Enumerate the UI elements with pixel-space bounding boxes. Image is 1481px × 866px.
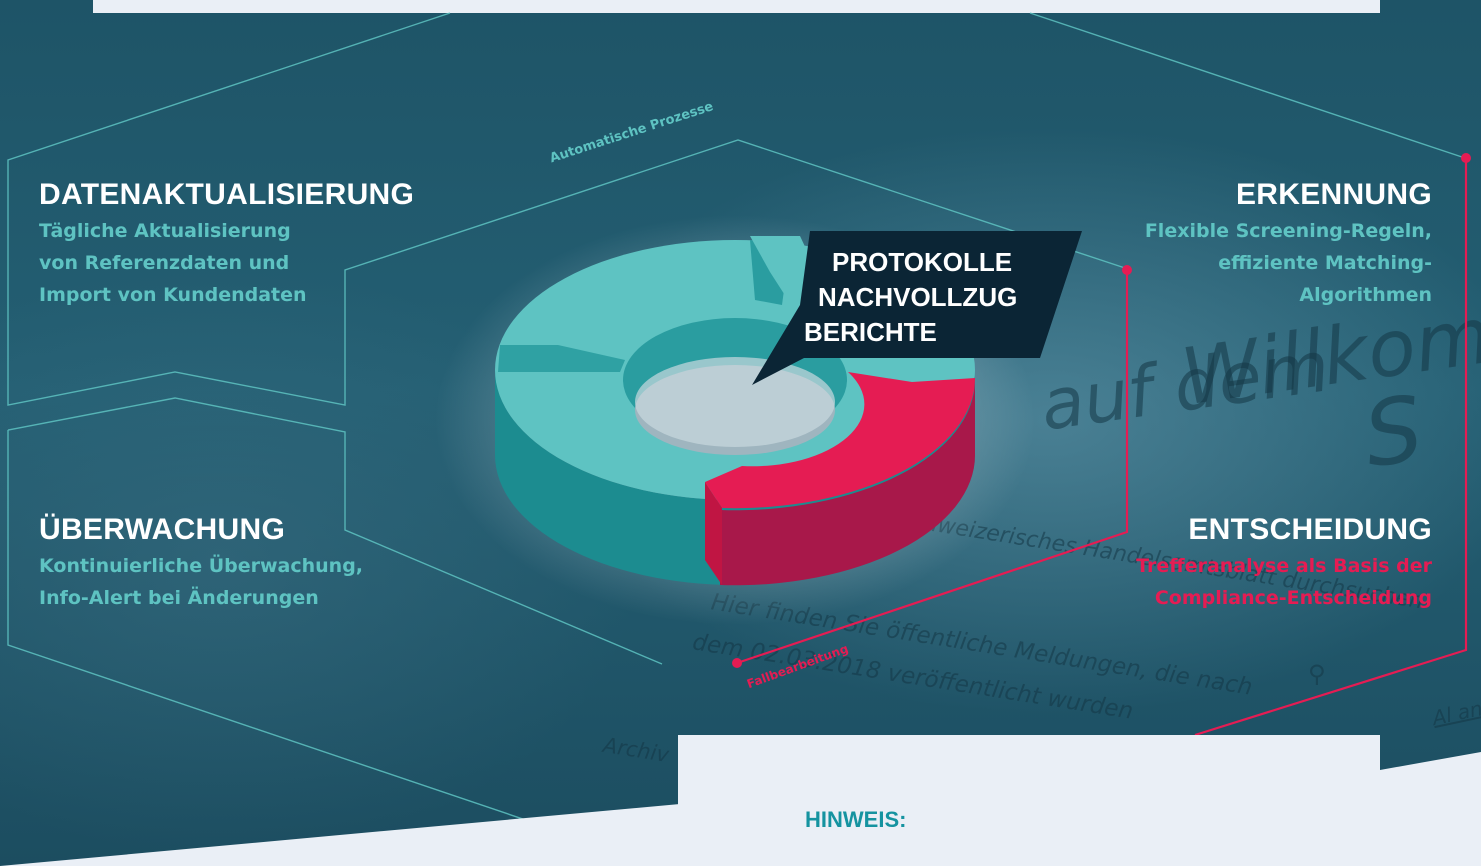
top-panel-edge bbox=[93, 0, 1380, 13]
step-title-ueberwachung: ÜBERWACHUNG bbox=[39, 513, 286, 546]
step-desc-ueberwachung: Kontinuierliche Überwachung, Info-Alert … bbox=[39, 550, 363, 614]
step-title-entscheidung: ENTSCHEIDUNG bbox=[1188, 513, 1432, 546]
hint-title: HINWEIS: bbox=[805, 807, 907, 832]
callout-line: PROTOKOLLE bbox=[832, 247, 1013, 277]
desc-line: Trefferanalyse als Basis der bbox=[1136, 555, 1432, 577]
callout-text: PROTOKOLLE NACHVOLLZUG BERICHTE bbox=[804, 245, 1017, 350]
callout-line: NACHVOLLZUG bbox=[818, 282, 1018, 312]
desc-line: Kontinuierliche Überwachung, bbox=[39, 555, 364, 577]
desc-line: effiziente Matching- bbox=[1218, 252, 1432, 274]
desc-line: Import von Kundendaten bbox=[39, 284, 307, 306]
desc-line: Info-Alert bei Änderungen bbox=[39, 587, 319, 609]
desc-line: Compliance-Entscheidung bbox=[1154, 587, 1432, 609]
desc-line: Algorithmen bbox=[1299, 284, 1432, 306]
step-title-erkennung: ERKENNUNG bbox=[1235, 178, 1432, 211]
desc-line: Flexible Screening-Regeln, bbox=[1144, 220, 1432, 242]
cycle-segment-red bbox=[705, 370, 976, 586]
step-desc-erkennung: Flexible Screening-Regeln, effiziente Ma… bbox=[1145, 215, 1432, 311]
callout-line: BERICHTE bbox=[804, 317, 937, 347]
desc-line: Tägliche Aktualisierung bbox=[39, 220, 291, 242]
step-desc-datenaktualisierung: Tägliche Aktualisierung von Referenzdate… bbox=[39, 215, 307, 311]
step-desc-entscheidung: Trefferanalyse als Basis der Compliance-… bbox=[1136, 550, 1432, 614]
desc-line: von Referenzdaten und bbox=[39, 252, 290, 274]
step-title-datenaktualisierung: DATENAKTUALISIERUNG bbox=[39, 178, 415, 211]
hint-panel: HINWEIS: bbox=[678, 735, 1380, 866]
callout-banner bbox=[752, 231, 1082, 385]
